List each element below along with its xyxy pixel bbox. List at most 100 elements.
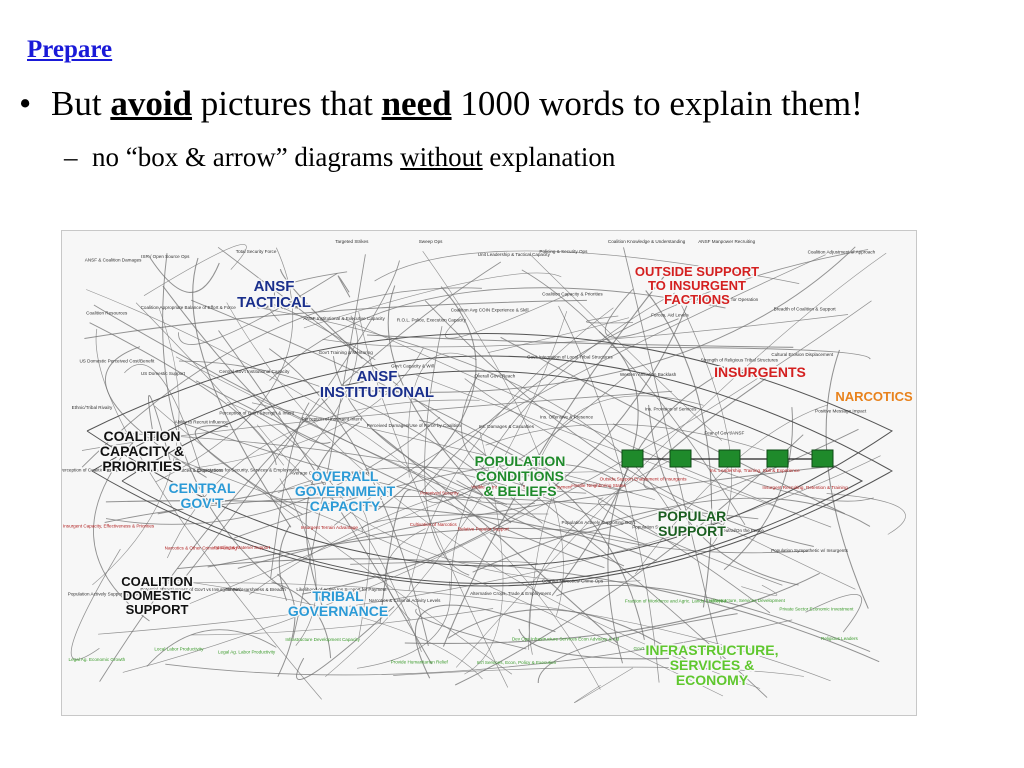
diagram-variable-label: Alternative Crops, Trade & Employment bbox=[470, 591, 551, 596]
diagram-variable-label: Population Sympathetic w/ Gov't bbox=[632, 524, 699, 529]
link-arrow bbox=[337, 275, 351, 298]
diagram-variable-label: Ins. Offensive & Presence bbox=[540, 414, 593, 419]
diagram-variable-label: US Gov't Support for Operation bbox=[695, 297, 759, 302]
link-arrow bbox=[676, 295, 732, 547]
link-arrow bbox=[455, 252, 887, 668]
diagram-variable-label: Legal Ag. Economic Growth bbox=[69, 657, 126, 662]
link-arrow bbox=[155, 247, 294, 483]
bullet-need: need bbox=[381, 84, 452, 123]
link-arrow bbox=[143, 244, 247, 296]
link-arrow bbox=[277, 467, 633, 494]
diagram-variable-label: Perception of Insurgent Intent bbox=[302, 417, 363, 422]
diagram-variable-label: Satisfaction w/ Gains in Security, Servi… bbox=[106, 468, 223, 473]
diagram-variable-label: Strength of Religious Tribal Structures bbox=[701, 358, 779, 363]
link-arrow bbox=[84, 299, 587, 340]
link-arrow bbox=[418, 419, 645, 640]
link-arrow bbox=[98, 455, 881, 635]
link-arrow bbox=[177, 558, 880, 663]
link-arrow bbox=[274, 271, 348, 302]
link-arrow bbox=[81, 287, 482, 468]
diagram-variable-label: Coalition Appropriate Balance of Effort … bbox=[141, 305, 237, 310]
link-arrow bbox=[454, 434, 804, 686]
link-arrow bbox=[279, 478, 317, 646]
link-arrow bbox=[124, 364, 201, 471]
link-arrow bbox=[218, 330, 433, 665]
diagram-variable-label: Counter Narcotics/ Crime Ops bbox=[542, 579, 604, 584]
support-stock-box bbox=[669, 449, 692, 468]
bullet-text-3: 1000 words to explain them! bbox=[451, 84, 863, 123]
sub-text-1: no “box & arrow” diagrams bbox=[92, 142, 401, 172]
link-arrow bbox=[805, 593, 862, 633]
outer-loop-arrow bbox=[86, 333, 894, 567]
link-arrow bbox=[104, 346, 207, 478]
link-arrow bbox=[585, 315, 634, 324]
diagram-variable-label: Perceived Damages/Use of Force by Coalit… bbox=[367, 423, 462, 428]
link-arrow bbox=[464, 378, 856, 590]
link-arrow bbox=[175, 458, 724, 697]
link-arrow bbox=[175, 356, 482, 501]
diagram-variable-label: US Domestic Support bbox=[141, 371, 186, 376]
diagram-variable-label: Cultural Erosion Displacement bbox=[771, 352, 834, 357]
link-arrow bbox=[461, 372, 587, 494]
link-arrow bbox=[537, 613, 738, 684]
link-arrow bbox=[178, 273, 338, 345]
link-arrow bbox=[185, 260, 400, 577]
link-arrow bbox=[292, 254, 366, 639]
link-arrow bbox=[350, 560, 538, 565]
diagram-variable-label: ANSF Institutional & Executive Capacity bbox=[303, 316, 385, 321]
diagram-variable-label: Int'l Services, Econ, Policy & Execution bbox=[477, 660, 557, 665]
link-arrow bbox=[407, 352, 477, 478]
diagram-variable-label: Coalition Adjustment of Approach bbox=[808, 250, 876, 255]
diagram-variable-label: Ins. Leadership, Training, Skill & Exper… bbox=[710, 468, 800, 473]
diagram-variable-label: Breadth of Coalition & Support bbox=[774, 306, 837, 311]
link-arrow bbox=[270, 402, 310, 579]
diagram-variable-label: Dev Ops Infrastructure Services Econ Adv… bbox=[512, 637, 620, 642]
link-arrow bbox=[332, 356, 507, 505]
diagram-variable-label: Visible Gains in Security, Services & Em… bbox=[471, 484, 572, 489]
link-arrow bbox=[598, 497, 783, 586]
link-arrow bbox=[450, 292, 675, 590]
link-arrow bbox=[723, 407, 793, 571]
bullet-dot: • bbox=[19, 84, 32, 123]
link-arrow bbox=[165, 619, 793, 676]
diagram-variable-label: Insurgent Terrain Advantage bbox=[301, 525, 359, 530]
support-stock-box bbox=[766, 449, 789, 468]
diagram-variable-label: Coalition Capacity & Priorities bbox=[542, 291, 603, 296]
diagram-variable-label: Neutral/On the Fence bbox=[720, 528, 764, 533]
support-stock-box bbox=[811, 449, 834, 468]
link-arrow bbox=[422, 373, 630, 503]
diagram-variable-label: Average Connectedness of Population bbox=[290, 470, 369, 475]
link-arrow bbox=[156, 582, 831, 682]
link-arrow bbox=[604, 288, 679, 338]
link-arrow bbox=[305, 421, 360, 608]
link-arrow bbox=[826, 493, 906, 535]
outer-loop-arrow bbox=[91, 355, 894, 587]
diagram-variable-label: Local Labor Productivity bbox=[154, 646, 204, 651]
diagram-variable-label: Fear of Gov't/ANSF bbox=[704, 430, 744, 435]
sub-dash: – bbox=[64, 142, 78, 172]
prepare-link[interactable]: Prepare bbox=[27, 36, 113, 63]
diagram-variable-label: R.O.L. Police, Execution Capacity bbox=[397, 317, 467, 322]
link-arrow bbox=[648, 404, 799, 586]
sub-without: without bbox=[400, 142, 483, 172]
diagram-variable-label: Policing & Security Ops bbox=[539, 249, 588, 254]
diagram-variable-label: Insurgent Recruiting, Retention & Traini… bbox=[762, 485, 848, 490]
link-arrow bbox=[234, 463, 617, 539]
link-arrow bbox=[358, 509, 370, 638]
diagram-variable-label: Population Actively Supporting Insurgent… bbox=[68, 591, 153, 596]
link-arrow bbox=[227, 401, 422, 653]
link-arrow bbox=[404, 572, 820, 644]
link-arrow bbox=[135, 302, 285, 466]
link-arrow bbox=[237, 465, 836, 569]
bullet-avoid: avoid bbox=[110, 84, 193, 123]
diagram-variable-label: Expectations for Security, Services & Em… bbox=[197, 467, 300, 472]
link-arrow bbox=[86, 289, 601, 690]
link-arrow bbox=[422, 251, 564, 616]
link-arrow bbox=[146, 629, 277, 667]
diagram-variable-label: Fraction of Workforce and Agric. Lands E… bbox=[625, 599, 726, 604]
diagram-variable-label: Relative Popular Support bbox=[458, 527, 510, 532]
diagram-variable-label: Coalition Avg COIN Experience & Skill bbox=[451, 308, 529, 313]
